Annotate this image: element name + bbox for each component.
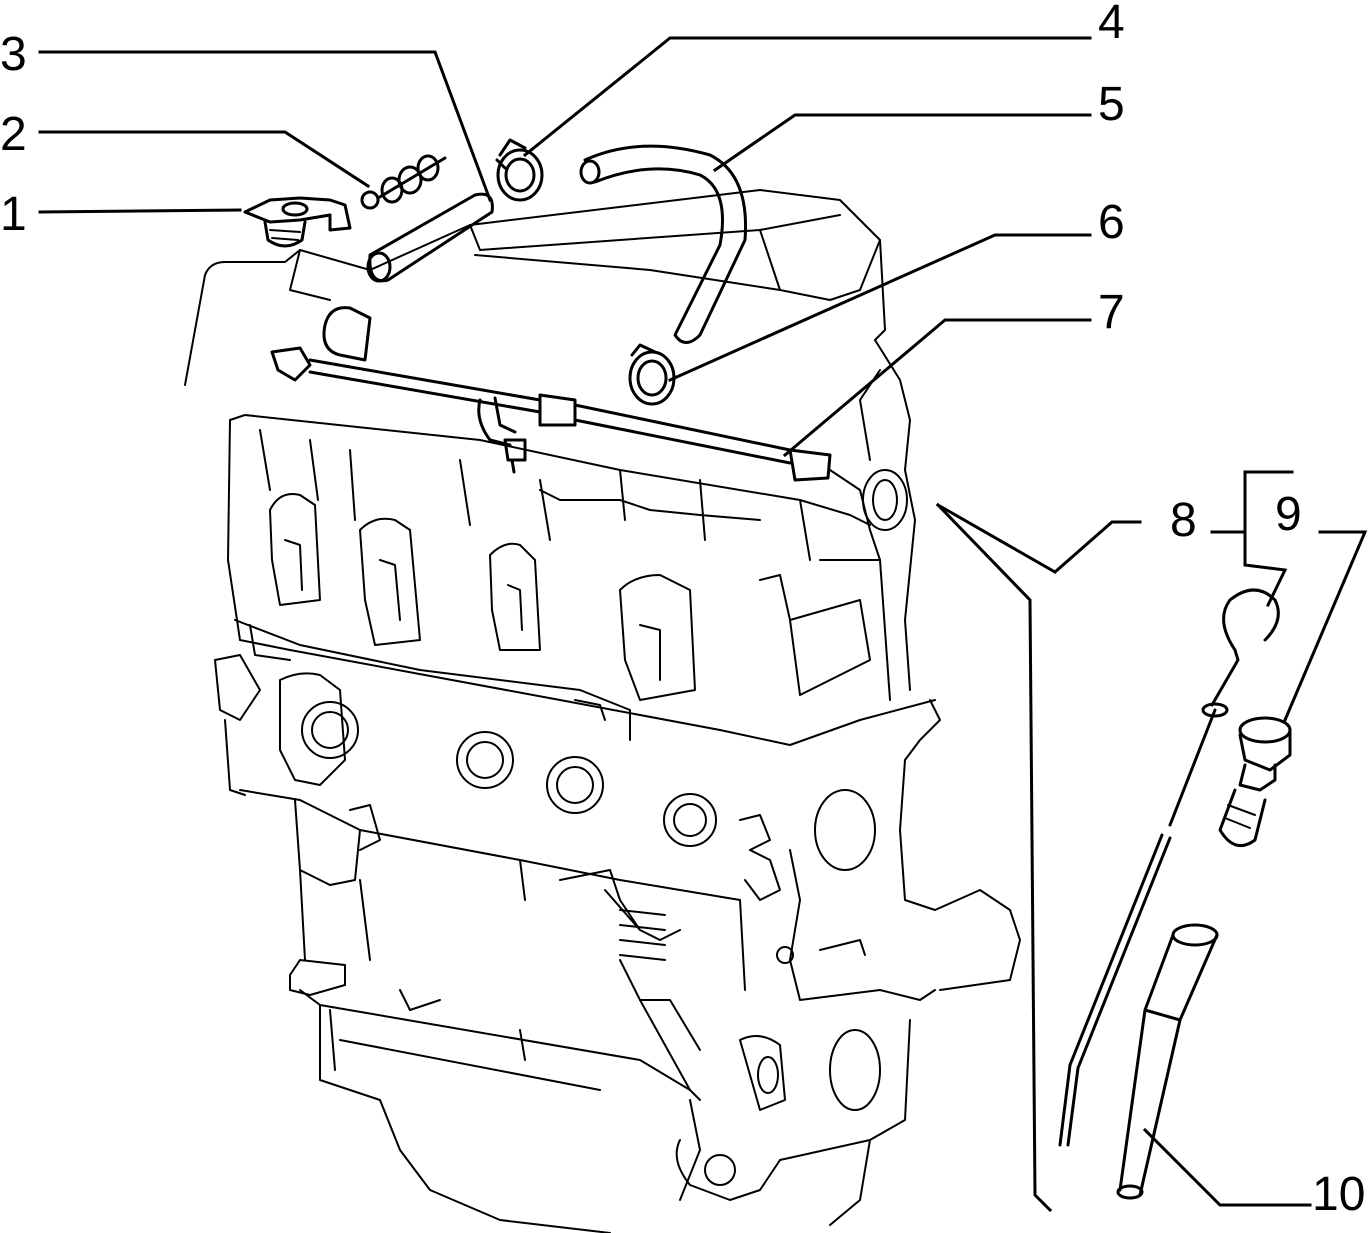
callout-10: 10 [1312,1168,1365,1221]
callout-5: 5 [1098,78,1125,131]
spring-bellows-part [360,154,447,210]
oil-filler-cap-part [243,196,352,248]
hose-clamp-lower-part [628,343,676,406]
curved-hose-part [579,144,748,344]
leader-lines [38,36,1368,1207]
callout-2: 2 [0,108,27,161]
dipstick-cap-part [1218,716,1292,848]
dipstick-tube-part [1116,923,1219,1200]
callout-3: 3 [0,28,27,81]
breather-pipe-part [270,306,832,482]
dipstick-part [1058,588,1280,1147]
straight-hose-part [366,192,494,283]
callout-7: 7 [1098,286,1125,339]
callout-8: 8 [1170,494,1197,547]
callout-6: 6 [1098,196,1125,249]
hose-clamp-top-part [495,138,544,202]
group-bracket [935,502,1142,1213]
engine-block [184,189,1021,1233]
callout-1: 1 [0,188,27,241]
callout-4: 4 [1098,0,1125,49]
callout-9: 9 [1275,488,1302,541]
